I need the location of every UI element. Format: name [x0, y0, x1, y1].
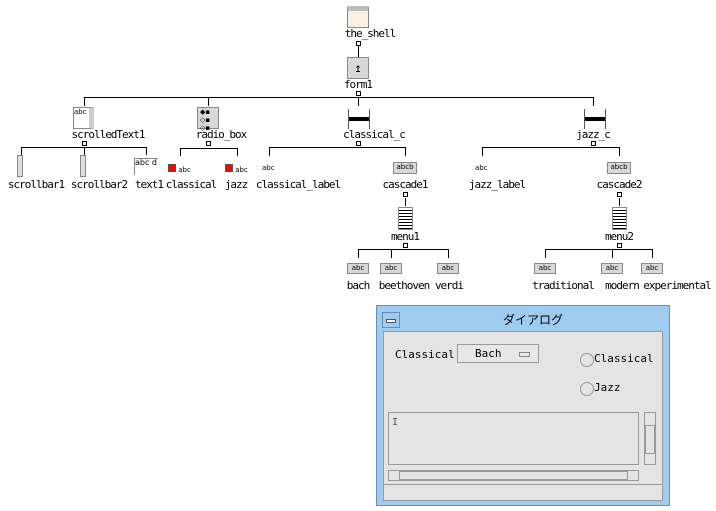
expand-handle[interactable] [206, 141, 211, 146]
node-cascade2[interactable]: cascade2 [596, 178, 643, 191]
scrollbar-icon[interactable] [17, 155, 23, 177]
option-menu-button[interactable]: Bach [457, 344, 539, 363]
icon-text: abc d [135, 158, 157, 167]
option-menu-icon[interactable] [584, 109, 606, 129]
dialog-window: ダイアログ Classical Bach Classical Jazz I [376, 305, 670, 506]
expand-handle[interactable] [356, 91, 361, 96]
node-scrollbar2[interactable]: scrollbar2 [70, 178, 128, 191]
scrollbar-icon[interactable] [80, 155, 86, 177]
icon-text: abc [178, 166, 191, 174]
label-icon[interactable]: abc [262, 164, 275, 172]
vertical-scrollbar-thumb[interactable] [645, 425, 655, 454]
icon-text: abc [605, 264, 619, 272]
push-button-icon[interactable]: abc [347, 263, 369, 274]
node-cascade1[interactable]: cascade1 [382, 178, 429, 191]
node-text1[interactable]: text1 [134, 178, 164, 191]
icon-text: abc [441, 264, 455, 272]
node-bach[interactable]: bach [346, 279, 370, 292]
node-jazz-label[interactable]: jazz_label [468, 178, 526, 191]
node-the-shell[interactable]: the_shell [344, 27, 397, 40]
radio-jazz[interactable] [580, 382, 594, 396]
icon-text: abc [351, 264, 365, 272]
cascade-button-icon[interactable]: abcb [607, 162, 631, 174]
icon-text: abc [384, 264, 398, 272]
dialog-title: ダイアログ [502, 313, 563, 327]
horizontal-scrollbar[interactable] [388, 470, 639, 481]
push-button-icon[interactable]: abc [601, 263, 623, 274]
cascade-button-icon[interactable]: abcb [393, 162, 417, 174]
node-beethoven[interactable]: beethoven [378, 279, 431, 292]
icon-text: abc [538, 264, 552, 272]
expand-handle[interactable] [356, 41, 361, 46]
node-traditional[interactable]: traditional [532, 279, 595, 292]
node-verdi[interactable]: verdi [434, 279, 464, 292]
option-value: Bach [475, 347, 502, 360]
toggle-icon[interactable]: abc [225, 164, 249, 174]
option-indicator-icon [519, 352, 530, 357]
push-button-icon[interactable]: abc [380, 263, 402, 274]
push-button-icon[interactable]: abc [641, 263, 663, 274]
form-icon[interactable]: ↥ [347, 57, 369, 79]
window-menu-button[interactable] [382, 312, 400, 328]
node-menu2[interactable]: menu2 [604, 230, 634, 243]
radio-box-icon[interactable]: ◆▪◇▪◇▪ [197, 107, 219, 132]
node-classical-c[interactable]: classical_c [343, 128, 406, 141]
vertical-scrollbar[interactable] [644, 412, 656, 465]
node-menu1[interactable]: menu1 [390, 230, 420, 243]
node-radio-box[interactable]: radio_box [195, 128, 248, 141]
node-modern[interactable]: modern [605, 279, 640, 292]
icon-text: abcb [396, 163, 414, 171]
expand-handle[interactable] [403, 192, 408, 197]
text-area[interactable]: I [388, 412, 639, 465]
radio-jazz-label[interactable]: Jazz [594, 381, 621, 394]
option-label: Classical [395, 348, 455, 361]
scrolled-text-icon[interactable]: abc [73, 107, 94, 129]
horizontal-scrollbar-thumb[interactable] [399, 471, 628, 480]
text-icon[interactable]: abc d [134, 158, 158, 175]
node-form1[interactable]: form1 [343, 78, 373, 91]
toggle-icon[interactable]: abc [168, 164, 192, 174]
node-jazz[interactable]: jazz [224, 178, 248, 191]
dialog-body: Classical Bach Classical Jazz I [383, 331, 663, 501]
push-button-icon[interactable]: abc [534, 263, 556, 274]
node-scrolledText1[interactable]: scrolledText1 [71, 128, 145, 141]
radio-classical-label[interactable]: Classical [594, 352, 654, 365]
icon-text: abcb [610, 163, 628, 171]
label-icon[interactable]: abc [475, 164, 488, 172]
expand-handle[interactable] [617, 243, 622, 248]
menu-icon[interactable] [398, 207, 413, 230]
expand-handle[interactable] [617, 192, 622, 197]
icon-text: abc [645, 264, 659, 272]
icon-text: abc [475, 164, 488, 172]
icon-text: abc [74, 108, 87, 116]
node-classical[interactable]: classical [165, 178, 218, 191]
divider [384, 484, 662, 485]
menu-icon[interactable] [612, 207, 627, 230]
shell-icon[interactable] [347, 6, 369, 28]
push-button-icon[interactable]: abc [437, 263, 459, 274]
node-jazz-c[interactable]: jazz_c [576, 128, 611, 141]
expand-handle[interactable] [591, 141, 596, 146]
option-menu-icon[interactable] [348, 109, 370, 129]
icon-text: abc [262, 164, 275, 172]
radio-classical[interactable] [580, 353, 594, 367]
text-cursor: I [392, 417, 399, 428]
expand-handle[interactable] [356, 141, 361, 146]
icon-text: abc [235, 166, 248, 174]
expand-handle[interactable] [82, 141, 87, 146]
node-experimental[interactable]: experimental [643, 279, 711, 292]
node-classical-label[interactable]: classical_label [255, 178, 341, 191]
expand-handle[interactable] [403, 243, 408, 248]
node-scrollbar1[interactable]: scrollbar1 [7, 178, 65, 191]
